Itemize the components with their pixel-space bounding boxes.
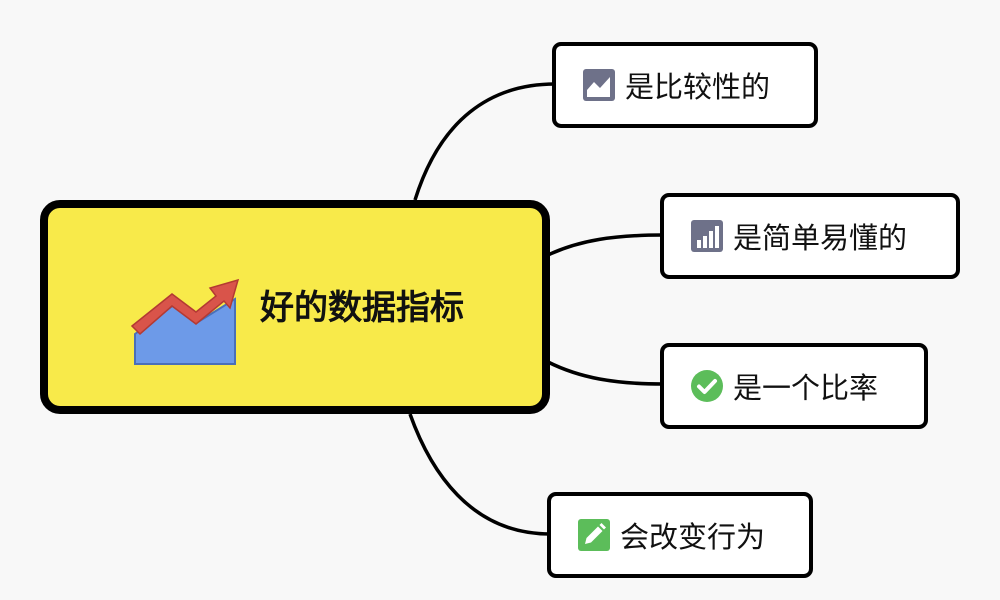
branch-simple[interactable]: 是简单易懂的 xyxy=(660,193,960,279)
central-topic[interactable]: 好的数据指标 xyxy=(40,200,550,414)
central-topic-title: 好的数据指标 xyxy=(260,288,464,328)
line-chart-icon xyxy=(583,69,615,101)
edit-icon xyxy=(578,519,610,551)
branch-comparative[interactable]: 是比较性的 xyxy=(552,42,818,128)
connector-1 xyxy=(413,82,556,201)
trend-chart-icon xyxy=(130,278,240,365)
branch-label: 是简单易懂的 xyxy=(733,221,908,255)
connector-2 xyxy=(547,233,664,257)
connector-3 xyxy=(547,360,664,386)
branch-ratio[interactable]: 是一个比率 xyxy=(660,343,928,429)
branch-label: 会改变行为 xyxy=(620,520,766,554)
branch-label: 是一个比率 xyxy=(733,371,879,405)
connector-4 xyxy=(408,413,551,536)
bar-chart-icon xyxy=(691,220,723,252)
check-circle-icon xyxy=(691,370,723,402)
branch-change-behavior[interactable]: 会改变行为 xyxy=(547,492,813,578)
branch-label: 是比较性的 xyxy=(625,70,771,104)
